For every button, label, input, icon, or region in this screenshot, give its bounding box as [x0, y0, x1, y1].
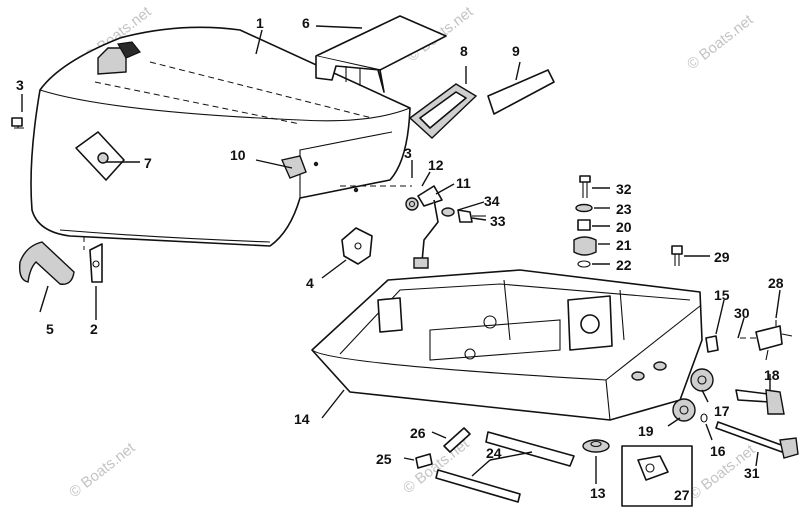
callout-32: 32: [616, 181, 632, 197]
tubes-part: [415, 427, 575, 503]
callout-14: 14: [294, 411, 310, 427]
callout-25: 25: [376, 451, 392, 467]
watermark-5: © Boats.net: [400, 435, 473, 497]
callout-33: 33: [490, 213, 506, 229]
decal-part: [487, 69, 555, 115]
bracket-part: [83, 236, 103, 283]
callout-26: 26: [410, 425, 426, 441]
callout-18: 18: [764, 367, 780, 383]
grommet-part: [582, 439, 610, 453]
callout-3b: 3: [404, 145, 412, 161]
callout-17: 17: [714, 403, 730, 419]
lower-cover-part: [311, 269, 703, 421]
rod-part: [715, 421, 799, 459]
latch-part: [341, 227, 373, 265]
callout-34: 34: [484, 193, 500, 209]
bolt-part: [671, 245, 683, 266]
callout-10: 10: [230, 147, 246, 163]
clip-part: [621, 445, 693, 507]
callout-31: 31: [744, 465, 760, 481]
callout-20: 20: [616, 219, 632, 235]
callout-30: 30: [734, 305, 750, 321]
top-cap-part: [315, 15, 447, 93]
callout-2: 2: [90, 321, 98, 337]
callout-3a: 3: [16, 77, 24, 93]
fuel-connector-part: [740, 320, 793, 361]
callout-27: 27: [674, 487, 690, 503]
callout-21: 21: [616, 237, 632, 253]
callout-29: 29: [714, 249, 730, 265]
knob-part: [735, 389, 785, 415]
watermark-3: © Boats.net: [684, 11, 757, 73]
callout-13: 13: [590, 485, 606, 501]
hardware-stack-part: [573, 175, 597, 268]
callout-16: 16: [710, 443, 726, 459]
callout-8: 8: [460, 43, 468, 59]
callout-15: 15: [714, 287, 730, 303]
seal-part: [408, 83, 478, 139]
callout-labels: 1 2 3 3 4 5 6 7 8 9 10 11 12 13 14 15 16…: [16, 15, 784, 503]
callout-12: 12: [428, 157, 444, 173]
callout-24: 24: [486, 445, 502, 461]
callout-6: 6: [302, 15, 310, 31]
upper-cover-part: [11, 26, 411, 247]
lever-assembly-part: [340, 185, 443, 269]
callout-28: 28: [768, 275, 784, 291]
callout-11: 11: [456, 175, 471, 191]
callout-1: 1: [256, 15, 264, 31]
grip-part: [18, 241, 75, 285]
callout-5: 5: [46, 321, 54, 337]
callout-22: 22: [616, 257, 632, 273]
screws-part: [441, 207, 486, 223]
callout-23: 23: [616, 201, 632, 217]
callout-4: 4: [306, 275, 314, 291]
callout-9: 9: [512, 43, 520, 59]
callout-7: 7: [144, 155, 152, 171]
leader-lines: [21, 25, 781, 484]
watermark-4: © Boats.net: [66, 439, 139, 501]
callout-19: 19: [638, 423, 654, 439]
